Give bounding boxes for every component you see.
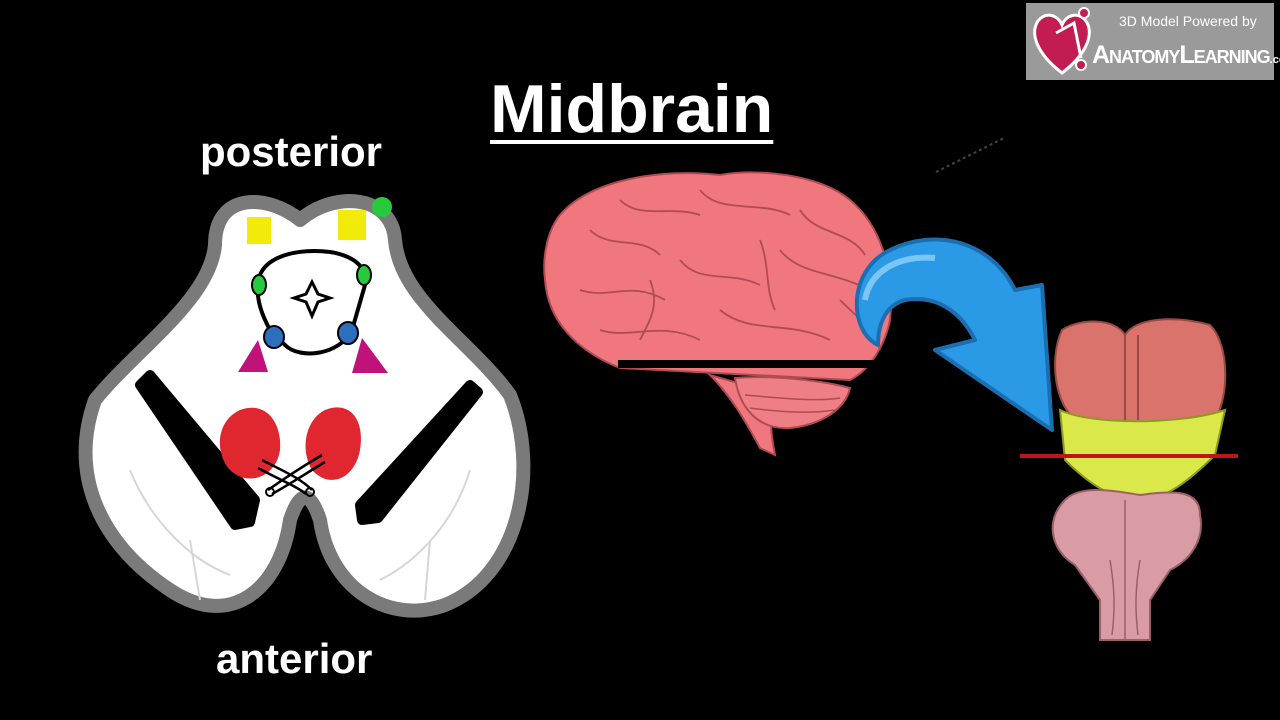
aqueduct-star — [289, 278, 335, 320]
logo-domain: .com — [1269, 54, 1280, 66]
yellow-nucleus-right — [338, 210, 366, 240]
blue-nucleus-left — [263, 325, 285, 349]
yellow-nucleus-left — [247, 217, 271, 244]
black-band-left — [135, 370, 260, 530]
brainstem-model — [1020, 318, 1238, 641]
logo-main-text: AnatomyLearning.com — [1092, 41, 1280, 70]
red-nucleus-right — [305, 407, 361, 480]
green-nucleus-right — [356, 264, 372, 286]
brain-cut-line — [618, 360, 890, 368]
blue-arrow-icon — [854, 237, 1054, 432]
magenta-triangle-right — [352, 338, 388, 373]
black-band-right — [355, 380, 483, 525]
heart-molecule-icon — [1033, 7, 1091, 75]
midbrain-cross-section — [78, 194, 531, 618]
anatomy-learning-logo: 3D Model Powered by AnatomyLearning.com — [1026, 3, 1280, 80]
anterior-label: anterior — [216, 635, 373, 682]
red-nucleus-left — [219, 407, 281, 479]
page-title: Midbrain — [490, 71, 774, 147]
brain-illustration — [543, 171, 892, 457]
green-nucleus-left — [251, 274, 267, 296]
section-plane-line — [1020, 454, 1238, 458]
logo-brand: AnatomyLearning — [1092, 41, 1271, 69]
blue-nucleus-right — [337, 321, 359, 345]
magenta-triangle-left — [238, 340, 268, 372]
green-dot-top — [372, 197, 392, 217]
decussation-lines — [257, 453, 326, 496]
logo-top-text: 3D Model Powered by — [1119, 13, 1257, 29]
posterior-label: posterior — [200, 128, 383, 175]
